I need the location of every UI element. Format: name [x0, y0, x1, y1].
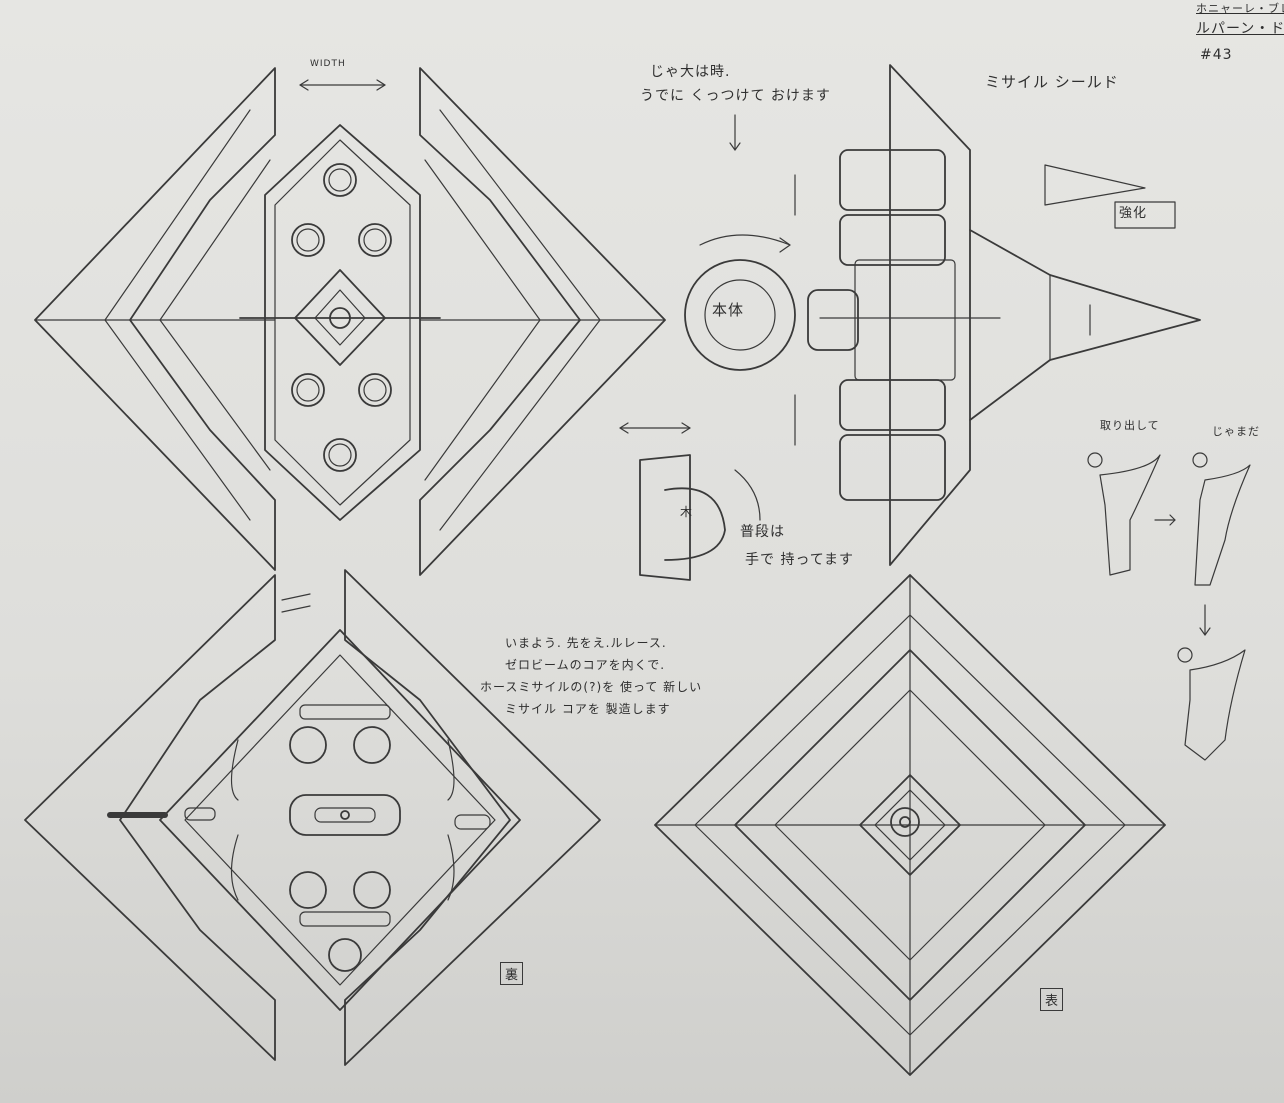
tip-label: 強化: [1119, 206, 1148, 221]
front-view-tag: 表: [1040, 988, 1064, 1011]
hand-note-line2: 手で 持ってます: [745, 552, 855, 568]
core-label: 本体: [712, 301, 745, 319]
sheet-title: ミサイル シールド: [985, 73, 1119, 91]
step-label-1: 取り出して: [1100, 419, 1160, 432]
grip-detail: [619, 422, 761, 581]
title-block-line3: #43: [1200, 47, 1233, 63]
missile-note-line2: ゼロビームのコアを内くで.: [505, 658, 666, 672]
missile-note-line3: ホースミサイルの(?)を 使って 新しい: [480, 680, 703, 694]
shield-inner-view: [34, 67, 666, 576]
shield-front-view: [654, 574, 1166, 1076]
width-label: WIDTH: [310, 59, 346, 69]
shield-back-view: [24, 569, 601, 1066]
step-diagram: [1087, 452, 1251, 761]
hand-note-line1: 普段は: [740, 524, 785, 540]
missile-note-line1: いまよう. 先をえ.ルレース.: [505, 636, 667, 650]
top-note-line1: じゃ大は時.: [650, 64, 731, 80]
back-view-tag: 裏: [500, 962, 524, 985]
missile-note-line4: ミサイル コアを 製造します: [505, 702, 671, 716]
top-note-line2: うでに くっつけて おけます: [640, 88, 831, 104]
grip-mark: 木: [680, 505, 694, 519]
title-block-line1: ホニャーレ・ブレイブ: [1196, 2, 1284, 15]
title-block-line2: ルパーン・ドー: [1196, 21, 1284, 37]
step-label-2: じゃまだ: [1212, 425, 1260, 438]
shield-side-view: [684, 64, 1201, 566]
